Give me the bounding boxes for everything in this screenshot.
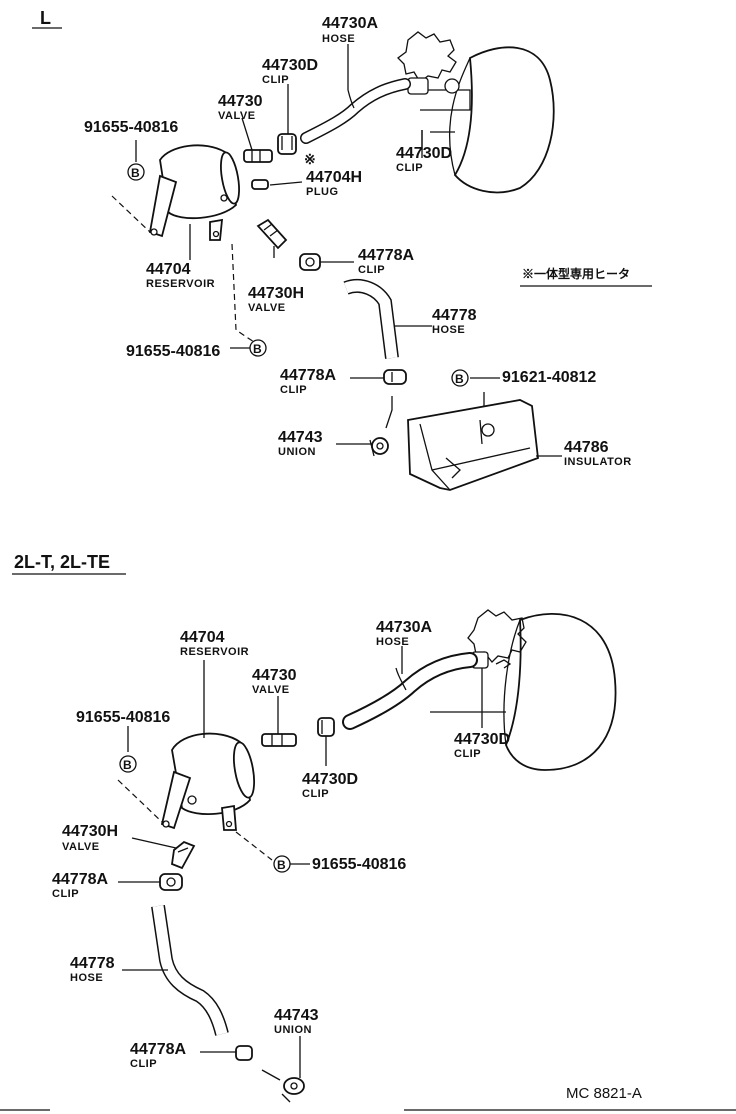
bolt-symbol-top-3: B bbox=[451, 369, 469, 387]
section-title-2l-t: 2L-T, 2L-TE bbox=[14, 552, 110, 572]
plug-44704h bbox=[251, 179, 269, 190]
label-44778a-top-1: 44778A bbox=[358, 247, 414, 264]
valve-44730h-top bbox=[256, 218, 288, 250]
section-l: L ※ bbox=[32, 8, 652, 491]
label-44704h: 44704H bbox=[306, 169, 362, 186]
label-44704-top: 44704 bbox=[146, 261, 191, 278]
valve-44730-bottom bbox=[261, 733, 297, 747]
name-44730-bottom: VALVE bbox=[252, 684, 290, 696]
name-44743-top: UNION bbox=[278, 446, 316, 458]
valve-44730-top bbox=[243, 149, 273, 163]
label-44778a-top-2: 44778A bbox=[280, 367, 336, 384]
label-44778a-bottom-2: 44778A bbox=[130, 1041, 186, 1058]
reservoir-44704-bottom bbox=[160, 732, 256, 831]
label-91655-bottom-2: 91655-40816 bbox=[312, 856, 406, 873]
label-44730-bottom: 44730 bbox=[252, 667, 297, 684]
label-91655-bottom-1: 91655-40816 bbox=[76, 709, 170, 726]
label-44704-bottom: 44704 bbox=[180, 629, 225, 646]
label-44730a-bottom: 44730A bbox=[376, 619, 432, 636]
union-44743-top bbox=[369, 396, 393, 457]
name-44778a-bottom-1: CLIP bbox=[52, 888, 79, 900]
name-44778a-top-1: CLIP bbox=[358, 264, 385, 276]
clip-44730d-bottom-left bbox=[317, 717, 335, 737]
label-44786: 44786 bbox=[564, 439, 609, 456]
label-44730d-bottom-1: 44730D bbox=[302, 771, 358, 788]
valve-44730h-bottom bbox=[171, 840, 196, 870]
insulator-44786 bbox=[407, 392, 539, 491]
label-44743-bottom: 44743 bbox=[274, 1007, 319, 1024]
label-44778-top: 44778 bbox=[432, 307, 477, 324]
hose-44778-bottom bbox=[151, 904, 229, 1036]
bolt-symbol-bottom-2: B bbox=[273, 855, 291, 873]
footer-code: MC 8821-A bbox=[566, 1085, 642, 1102]
svg-text:B: B bbox=[131, 166, 140, 180]
leaders-top bbox=[135, 44, 652, 457]
leaders-bottom bbox=[118, 646, 483, 1078]
label-44730a-top: 44730A bbox=[322, 15, 378, 32]
name-44730d-top-2: CLIP bbox=[396, 162, 423, 174]
hose-44730a-bottom bbox=[342, 652, 478, 730]
name-44778-top: HOSE bbox=[432, 324, 465, 336]
name-44730d-bottom-2: CLIP bbox=[454, 748, 481, 760]
name-44730h-top: VALVE bbox=[248, 302, 286, 314]
name-44730h-bottom: VALVE bbox=[62, 841, 100, 853]
name-44730a-top: HOSE bbox=[322, 33, 355, 45]
label-44730-top: 44730 bbox=[218, 93, 263, 110]
asterisk-mark: ※ bbox=[304, 151, 316, 167]
note-japanese: ※一体型専用ヒータ bbox=[522, 266, 630, 281]
name-44704-bottom: RESERVOIR bbox=[180, 646, 249, 658]
label-91621-top: 91621-40812 bbox=[502, 369, 596, 386]
name-44730d-bottom-1: CLIP bbox=[302, 788, 329, 800]
label-44730h-bottom: 44730H bbox=[62, 823, 118, 840]
label-44778a-bottom-1: 44778A bbox=[52, 871, 108, 888]
clip-44730d-top-left: ※ bbox=[277, 133, 316, 167]
name-44786: INSULATOR bbox=[564, 456, 632, 468]
hose-44730a-top bbox=[300, 78, 411, 144]
svg-text:B: B bbox=[253, 342, 262, 356]
label-44730d-bottom-2: 44730D bbox=[454, 731, 510, 748]
mount-line-bottom-2 bbox=[235, 831, 273, 861]
svg-text:B: B bbox=[123, 758, 132, 772]
clip-44778a-bottom-lower bbox=[235, 1045, 253, 1061]
section-2l-t: 2L-T, 2L-TE bbox=[0, 552, 736, 1111]
label-44730d-top-2: 44730D bbox=[396, 145, 452, 162]
name-44704h: PLUG bbox=[306, 186, 339, 198]
name-44778-bottom: HOSE bbox=[70, 972, 103, 984]
label-44730h-top: 44730H bbox=[248, 285, 304, 302]
svg-text:B: B bbox=[455, 372, 464, 386]
bolt-symbol-top-2: B bbox=[249, 339, 267, 357]
name-44778a-bottom-2: CLIP bbox=[130, 1058, 157, 1070]
hose-44778-top bbox=[343, 278, 399, 359]
bolt-symbol-top-1: B bbox=[127, 163, 145, 181]
svg-text:B: B bbox=[277, 858, 286, 872]
name-44730d-top-1: CLIP bbox=[262, 74, 289, 86]
label-91655-top-2: 91655-40816 bbox=[126, 343, 220, 360]
label-44743-top: 44743 bbox=[278, 429, 323, 446]
union-44743-bottom bbox=[261, 1069, 305, 1103]
clip-44778a-bottom-upper bbox=[159, 873, 183, 891]
label-44730d-top-1: 44730D bbox=[262, 57, 318, 74]
reservoir-44704-top bbox=[148, 144, 240, 241]
section-title-l: L bbox=[40, 8, 51, 28]
label-91655-top-1: 91655-40816 bbox=[84, 119, 178, 136]
brake-booster-top bbox=[397, 31, 555, 194]
name-44778a-top-2: CLIP bbox=[280, 384, 307, 396]
mount-line-bottom-1 bbox=[117, 779, 163, 823]
mount-line-top-2 bbox=[231, 243, 255, 343]
name-44730-top: VALVE bbox=[218, 110, 256, 122]
mount-line-top-1 bbox=[111, 195, 151, 233]
clip-44778a-top-lower bbox=[383, 369, 407, 385]
name-44704-top: RESERVOIR bbox=[146, 278, 215, 290]
bolt-symbol-bottom-1: B bbox=[119, 755, 137, 773]
name-44743-bottom: UNION bbox=[274, 1024, 312, 1036]
name-44730a-bottom: HOSE bbox=[376, 636, 409, 648]
label-44778-bottom: 44778 bbox=[70, 955, 115, 972]
brake-booster-bottom bbox=[430, 609, 617, 771]
clip-44778a-top-upper bbox=[299, 253, 321, 271]
